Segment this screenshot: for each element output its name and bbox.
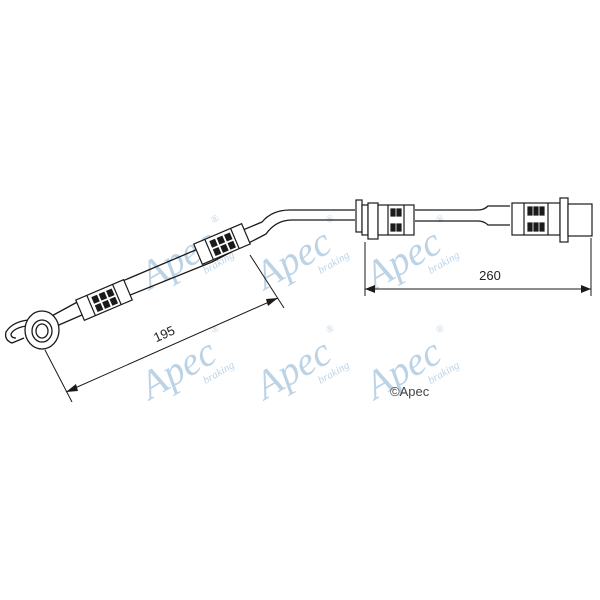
right-ferrule-crimp <box>527 222 533 232</box>
watermark-reg: ® <box>209 213 221 227</box>
bracket-crimp <box>390 208 396 217</box>
watermark-reg: ® <box>324 213 336 227</box>
right-end-fitting <box>511 197 593 243</box>
banjo-hole <box>35 323 49 339</box>
watermark-reg: ® <box>209 323 221 337</box>
ferrule-1-crimp <box>109 296 119 306</box>
ferrule-1 <box>74 278 134 322</box>
ferrule-1-crimp <box>98 291 108 301</box>
dimension-left-arrow-end <box>266 298 278 306</box>
dimension-right-arrow-end <box>581 285 591 293</box>
dimension-left-line <box>65 297 279 393</box>
ferrule-2-crimp <box>212 247 222 257</box>
watermark-4: Apec braking ® <box>129 323 237 410</box>
ferrule-2-crimp <box>216 235 226 245</box>
right-ferrule-crimp <box>539 222 545 232</box>
ferrule-2-crimp <box>224 232 233 242</box>
dimension-left-ext-end <box>249 254 285 309</box>
bracket-crimp <box>390 223 396 232</box>
right-ferrule-crimp <box>527 206 533 216</box>
ferrule-1-crimp <box>91 294 100 304</box>
dimension-left-label: 195 <box>151 323 177 346</box>
hose-right-top-edge <box>415 205 510 211</box>
ferrule-1-crimp <box>102 299 111 309</box>
watermark-2: Apec braking ® <box>244 213 352 300</box>
dimension-right-arrow-start <box>365 285 375 293</box>
bracket-crimp <box>396 208 402 217</box>
ferrule-2-crimp <box>227 240 237 250</box>
ferrule-1-body <box>74 278 134 322</box>
banjo-fitting <box>4 310 60 350</box>
dimension-left-ext-start <box>44 349 73 403</box>
dimension-left <box>44 254 285 403</box>
watermark-reg: ® <box>324 323 336 337</box>
banjo-tab <box>4 319 29 344</box>
watermark-brand: Apec <box>129 329 224 410</box>
watermark-brand: Apec <box>244 329 339 410</box>
ferrule-1-band <box>86 295 96 316</box>
dimension-right <box>364 238 592 296</box>
ferrule-2-band <box>230 228 240 249</box>
ferrule-1-crimp <box>94 303 104 313</box>
copyright-text: ©Apec <box>390 384 430 399</box>
dimension-left-arrow-start <box>66 384 78 392</box>
bracket-hex <box>367 202 379 240</box>
hose-right-bottom-edge <box>415 220 510 226</box>
watermark-reg: ® <box>434 323 446 337</box>
right-nut <box>567 203 593 237</box>
bracket-flange-mid <box>361 204 369 236</box>
right-collar <box>559 197 569 243</box>
bracket-body <box>377 204 415 236</box>
watermark-brand: Apec <box>244 219 339 300</box>
right-ferrule-crimp <box>533 222 539 232</box>
banjo-tab-inner <box>10 325 27 339</box>
watermark-5: Apec braking ® <box>244 323 352 410</box>
ferrule-1-crimp <box>106 288 115 298</box>
dimension-right-label: 260 <box>479 268 501 283</box>
bracket-crimp <box>396 223 402 232</box>
ferrule-2-band <box>204 239 214 260</box>
watermark-6: Apec braking ® <box>354 323 462 410</box>
watermark-reg: ® <box>434 213 446 227</box>
ferrule-2-crimp <box>220 243 229 253</box>
watermark-1: Apec braking ® <box>129 213 237 300</box>
ferrule-2-crimp <box>209 238 218 248</box>
bracket-fitting <box>355 199 415 240</box>
right-ferrule-crimp <box>539 206 545 216</box>
bracket-flange-left <box>355 199 363 233</box>
ferrule-2 <box>192 222 252 266</box>
ferrule-1-band <box>112 284 122 305</box>
ferrule-2-body <box>192 222 252 266</box>
right-ferrule-crimp <box>533 206 539 216</box>
